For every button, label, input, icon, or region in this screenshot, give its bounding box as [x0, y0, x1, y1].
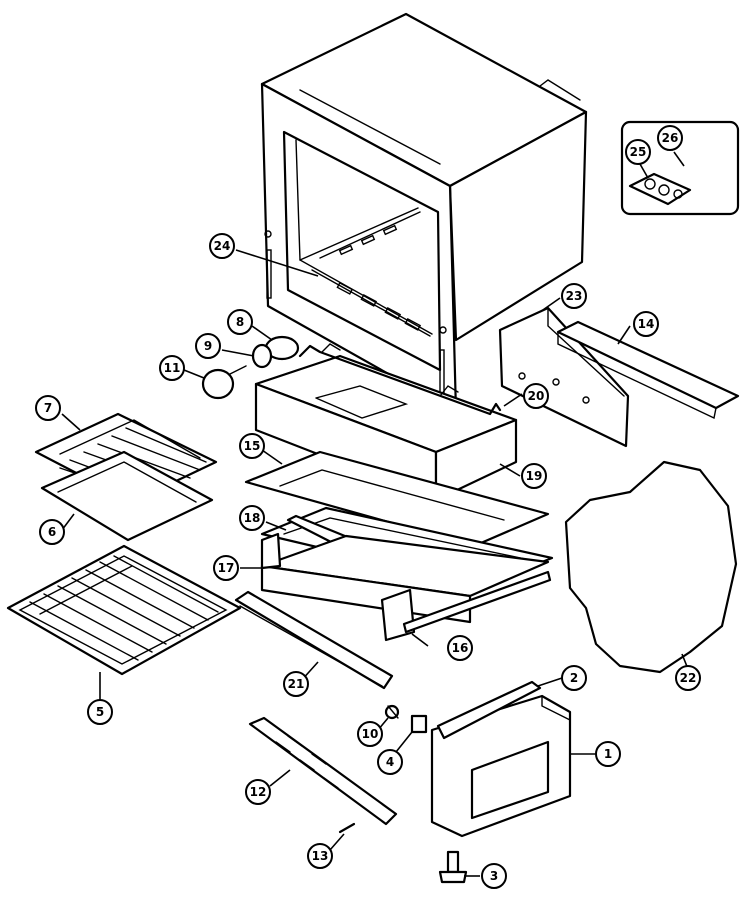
callout-16-label: 16 — [452, 641, 469, 655]
leveling-leg — [438, 850, 468, 884]
callout-4: 4 — [377, 749, 403, 775]
bottom-bracket — [298, 343, 502, 416]
callout-17-label: 17 — [218, 561, 235, 575]
callout-20-label: 20 — [528, 389, 545, 403]
callout-26-label: 26 — [662, 131, 679, 145]
callout-23: 23 — [561, 283, 587, 309]
insulation-blanket — [564, 460, 738, 674]
callout-11-label: 11 — [164, 361, 181, 375]
callout-23-label: 23 — [566, 289, 583, 303]
top-strip — [556, 320, 740, 420]
callout-2: 2 — [561, 665, 587, 691]
callout-1: 1 — [595, 741, 621, 767]
callout-10-label: 10 — [362, 727, 379, 741]
callout-21: 21 — [283, 671, 309, 697]
callout-24-label: 24 — [214, 239, 231, 253]
callout-5: 5 — [87, 699, 113, 725]
broiler-pan-insert — [40, 450, 214, 542]
callout-15-label: 15 — [244, 439, 261, 453]
callout-13-label: 13 — [312, 849, 329, 863]
callout-1-label: 1 — [604, 747, 612, 761]
bracket — [436, 680, 542, 740]
oven-cavity — [260, 12, 588, 414]
leader-lines — [61, 151, 691, 877]
broiler-tray — [260, 532, 550, 642]
callout-18: 18 — [239, 505, 265, 531]
callout-3-label: 3 — [490, 869, 498, 883]
callout-6: 6 — [39, 519, 65, 545]
callout-19-label: 19 — [526, 469, 543, 483]
callout-19: 19 — [521, 463, 547, 489]
callout-9-label: 9 — [204, 339, 212, 353]
callout-10: 10 — [357, 721, 383, 747]
callout-22: 22 — [675, 665, 701, 691]
callout-7-label: 7 — [44, 401, 52, 415]
clip — [410, 714, 428, 734]
callout-14-label: 14 — [638, 317, 655, 331]
callout-11: 11 — [159, 355, 185, 381]
callout-25-label: 25 — [630, 145, 647, 159]
inset-box — [620, 120, 740, 216]
callout-17: 17 — [213, 555, 239, 581]
callout-22-label: 22 — [680, 671, 697, 685]
callout-14: 14 — [633, 311, 659, 337]
callout-2-label: 2 — [570, 671, 578, 685]
callout-8-label: 8 — [236, 315, 244, 329]
spring-clip — [384, 704, 400, 720]
callout-5-label: 5 — [96, 705, 104, 719]
callout-13: 13 — [307, 843, 333, 869]
callout-26: 26 — [657, 125, 683, 151]
callout-24: 24 — [209, 233, 235, 259]
callout-12: 12 — [245, 779, 271, 805]
callout-12-label: 12 — [250, 785, 267, 799]
callout-9: 9 — [195, 333, 221, 359]
callout-4-label: 4 — [386, 755, 394, 769]
side-strip — [402, 570, 552, 634]
callout-16: 16 — [447, 635, 473, 661]
support-bracket — [430, 694, 572, 838]
screw — [338, 822, 356, 834]
toe-kick — [248, 716, 398, 826]
callout-20: 20 — [523, 383, 549, 409]
callout-8: 8 — [227, 309, 253, 335]
callout-21-label: 21 — [288, 677, 305, 691]
callout-7: 7 — [35, 395, 61, 421]
callout-6-label: 6 — [48, 525, 56, 539]
oven-rack — [6, 544, 242, 676]
callout-18-label: 18 — [244, 511, 261, 525]
callout-15: 15 — [239, 433, 265, 459]
callout-3: 3 — [481, 863, 507, 889]
callout-25: 25 — [625, 139, 651, 165]
front-rail — [234, 590, 394, 690]
